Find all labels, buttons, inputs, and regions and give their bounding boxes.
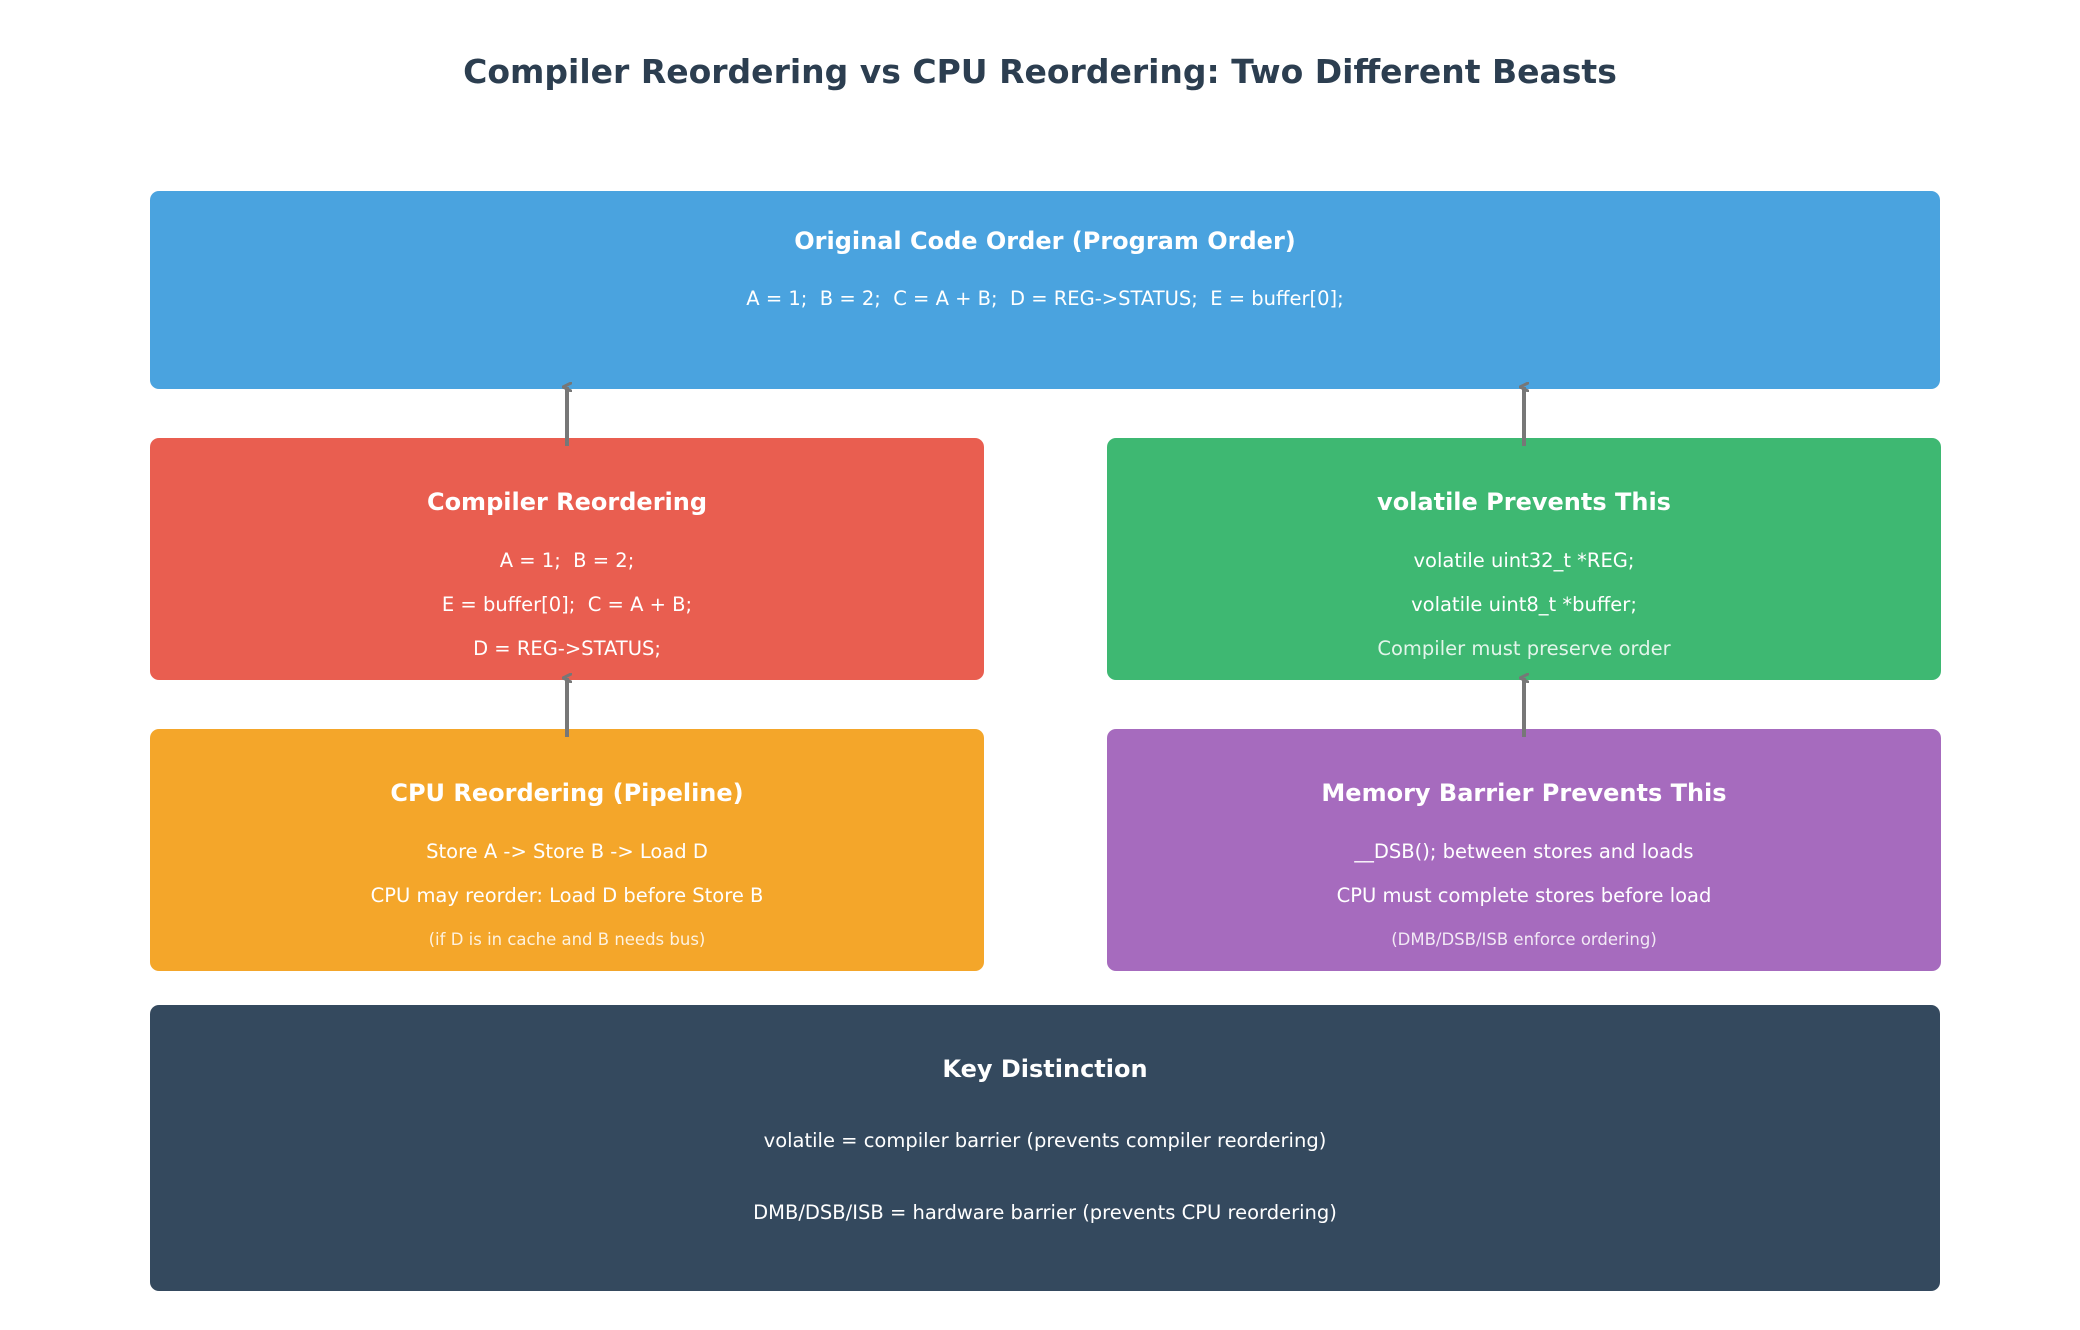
memory-barrier-line-1: __DSB(); between stores and loads [1354,840,1694,863]
volatile-prevents-box: volatile Prevents This volatile uint32_t… [1107,438,1941,680]
cpu-reordering-heading: CPU Reordering (Pipeline) [390,779,744,807]
memory-barrier-line-3: (DMB/DSB/ISB enforce ordering) [1391,930,1657,949]
volatile-prevents-heading: volatile Prevents This [1377,488,1671,516]
cpu-reordering-line-3: (if D is in cache and B needs bus) [428,930,706,949]
key-distinction-line-1: volatile = compiler barrier (prevents co… [763,1129,1327,1152]
volatile-line-2: volatile uint8_t *buffer; [1411,593,1637,616]
cpu-reordering-box: CPU Reordering (Pipeline) Store A -> Sto… [150,729,984,971]
original-code-order-heading: Original Code Order (Program Order) [794,227,1296,255]
cpu-reordering-line-1: Store A -> Store B -> Load D [426,840,708,863]
cpu-reordering-line-2: CPU may reorder: Load D before Store B [370,884,764,907]
compiler-reordering-box: Compiler Reordering A = 1; B = 2; E = bu… [150,438,984,680]
key-distinction-heading: Key Distinction [942,1055,1148,1083]
key-distinction-box: Key Distinction volatile = compiler barr… [150,1005,1940,1291]
original-code-order-box: Original Code Order (Program Order) A = … [150,191,1940,389]
compiler-reordering-heading: Compiler Reordering [426,488,708,516]
key-distinction-line-2: DMB/DSB/ISB = hardware barrier (prevents… [753,1201,1337,1224]
volatile-line-1: volatile uint32_t *REG; [1413,549,1635,572]
diagram-title: Compiler Reordering vs CPU Reordering: T… [463,52,1617,91]
memory-barrier-box: Memory Barrier Prevents This __DSB(); be… [1107,729,1941,971]
compiler-reordering-line-2: E = buffer[0]; C = A + B; [441,593,693,616]
compiler-reordering-line-1: A = 1; B = 2; [499,549,635,572]
memory-barrier-line-2: CPU must complete stores before load [1336,884,1712,907]
memory-barrier-heading: Memory Barrier Prevents This [1321,779,1727,807]
original-code-line: A = 1; B = 2; C = A + B; D = REG->STATUS… [746,287,1344,310]
compiler-reordering-line-3: D = REG->STATUS; [473,637,661,660]
volatile-line-3: Compiler must preserve order [1377,637,1671,660]
